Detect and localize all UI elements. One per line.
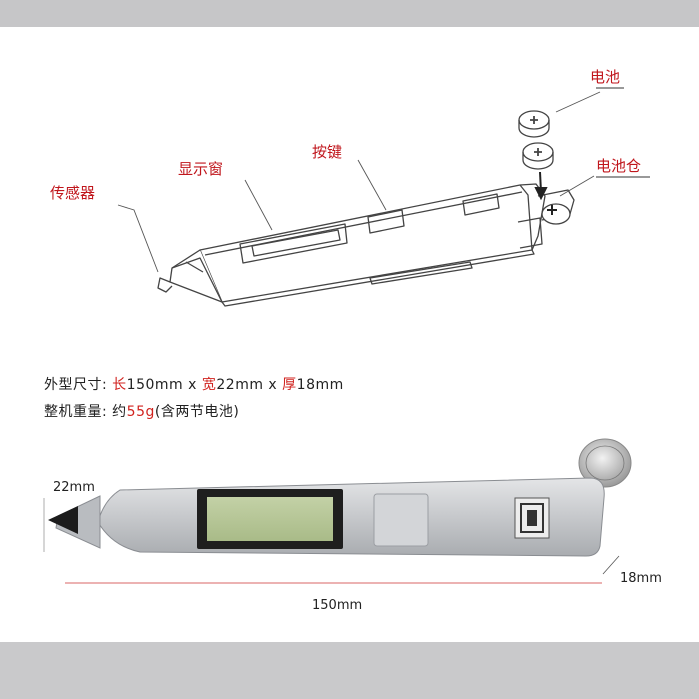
dimension-width: 22mm	[53, 480, 95, 495]
spec-length-value: 150mm	[126, 377, 184, 393]
dimension-thickness: 18mm	[620, 571, 662, 586]
leader-lines	[117, 87, 650, 273]
spec-length-label: 长	[112, 377, 127, 393]
spec-separator-2: x	[268, 377, 278, 393]
label-sensor: 传感器	[50, 184, 96, 202]
battery-lower	[522, 142, 554, 170]
spec-separator-1: x	[188, 377, 197, 393]
pen-photo	[48, 438, 632, 557]
spec-weight-line: 整机重量: 约55g(含两节电池)	[44, 401, 239, 421]
pen-outline	[157, 183, 575, 307]
label-display-window: 显示窗	[178, 160, 224, 178]
bottom-border	[0, 642, 699, 699]
spec-weight-label: 整机重量:	[44, 404, 108, 420]
dimension-length: 150mm	[312, 598, 363, 613]
dimension-lines	[43, 498, 620, 584]
spec-thickness-label: 厚	[282, 377, 297, 393]
spec-weight-value: 55g	[126, 404, 155, 420]
spec-width-value: 22mm	[216, 377, 264, 393]
spec-size-line: 外型尺寸: 长150mm x 宽22mm x 厚18mm	[44, 374, 344, 394]
top-border	[0, 0, 699, 27]
spec-thickness-value: 18mm	[296, 377, 344, 393]
spec-size-label: 外型尺寸:	[44, 377, 108, 393]
label-button: 按键	[312, 143, 343, 161]
battery-upper	[518, 110, 550, 138]
spec-weight-note: (含两节电池)	[154, 404, 240, 420]
spec-width-label: 宽	[201, 377, 217, 393]
label-battery-compartment: 电池仓	[596, 157, 642, 175]
battery-insert-arrow	[534, 171, 557, 215]
label-battery: 电池	[590, 68, 621, 86]
spec-weight-prefix: 约	[112, 404, 127, 420]
